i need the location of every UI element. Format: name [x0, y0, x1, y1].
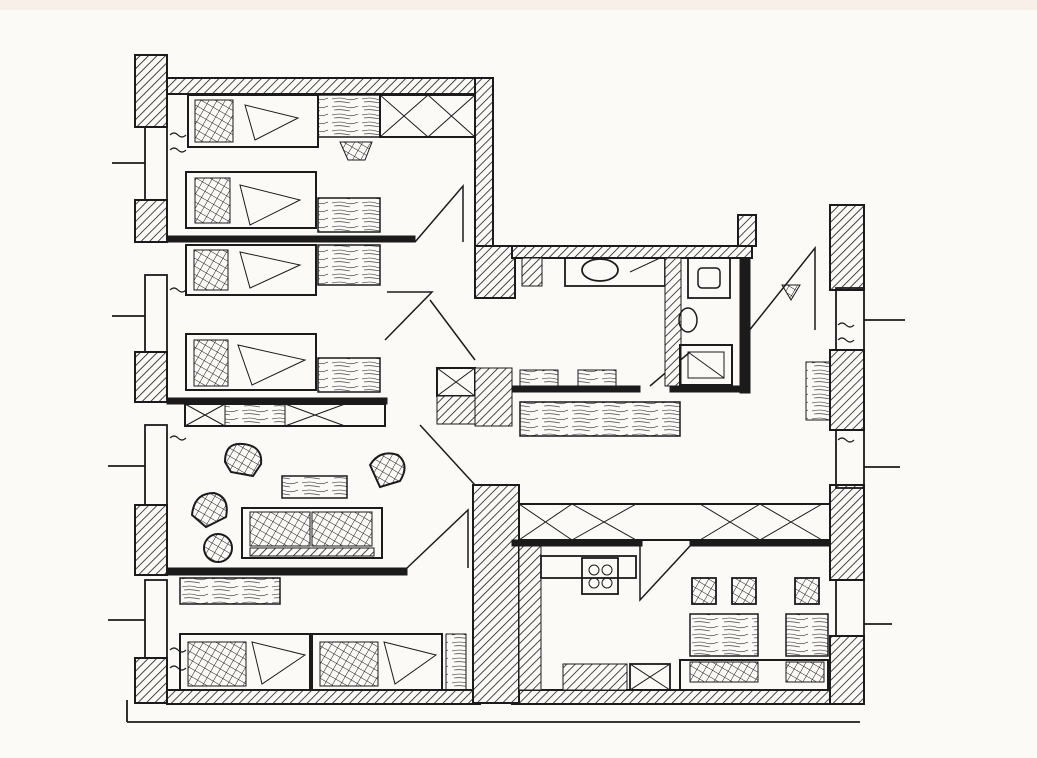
bathroom	[521, 257, 801, 387]
kitchen-dining	[518, 503, 831, 691]
windows-right	[835, 287, 905, 637]
outer-walls	[134, 54, 865, 705]
paper-edge	[0, 0, 1037, 10]
radiators	[169, 132, 855, 671]
windows-left	[108, 126, 860, 723]
bedroom-3	[179, 577, 467, 691]
partitions	[166, 235, 831, 576]
living-room	[184, 403, 406, 563]
hallway	[436, 361, 831, 437]
door-swings	[384, 183, 816, 602]
bedroom-1	[185, 94, 476, 233]
bedroom-2	[185, 244, 381, 393]
armchairs	[190, 442, 406, 563]
